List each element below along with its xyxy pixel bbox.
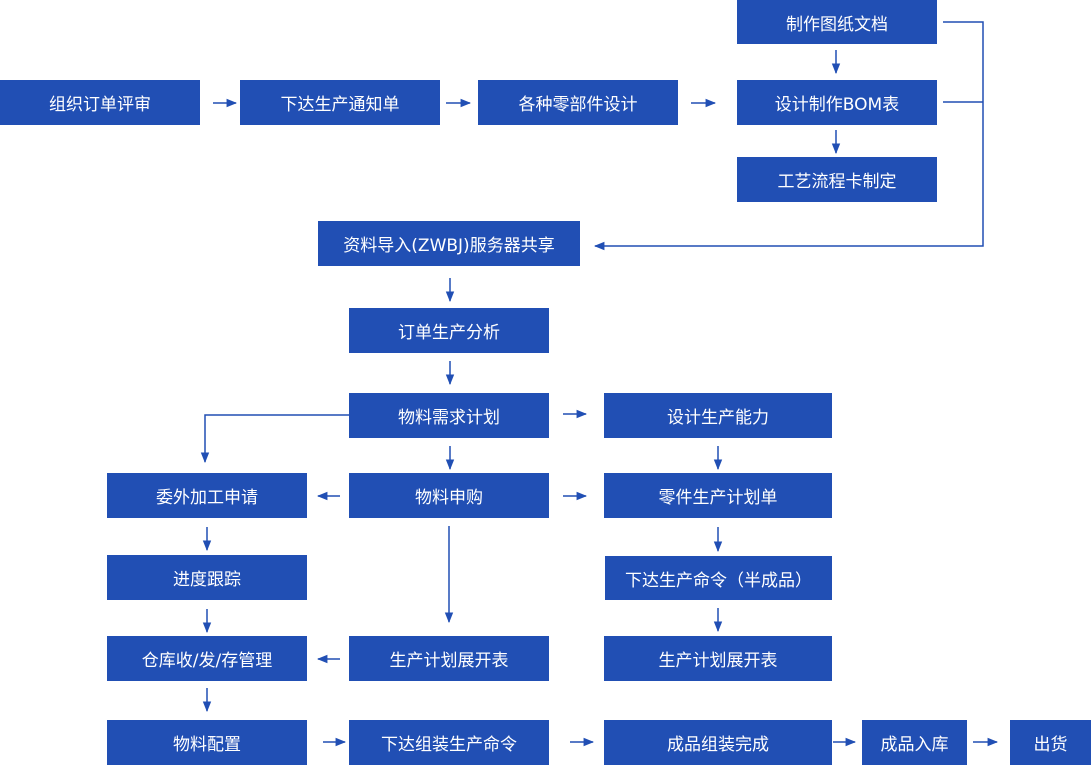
node-plan-sheet-right: 生产计划展开表 bbox=[604, 636, 832, 681]
node-drawing-docs: 制作图纸文档 bbox=[737, 0, 937, 44]
node-order-review: 组织订单评审 bbox=[0, 80, 200, 125]
node-plan-sheet-left: 生产计划展开表 bbox=[349, 636, 549, 681]
node-capacity-design: 设计生产能力 bbox=[604, 393, 832, 438]
node-outsourcing-request: 委外加工申请 bbox=[107, 473, 307, 518]
node-server-share: 资料导入(ZWBJ)服务器共享 bbox=[318, 221, 580, 266]
bracket-to-server bbox=[593, 21, 984, 251]
arrow-mrp-to-outsourcing bbox=[200, 414, 349, 464]
node-shipping: 出货 bbox=[1010, 720, 1091, 765]
node-warehouse-mgmt: 仓库收/发/存管理 bbox=[107, 636, 307, 681]
node-finished-storage: 成品入库 bbox=[862, 720, 967, 765]
node-parts-design: 各种零部件设计 bbox=[478, 80, 678, 125]
node-semi-order: 下达生产命令（半成品） bbox=[605, 556, 832, 600]
node-progress-tracking: 进度跟踪 bbox=[107, 555, 307, 600]
node-purchase: 物料申购 bbox=[349, 473, 549, 518]
node-material-config: 物料配置 bbox=[107, 720, 307, 765]
node-order-analysis: 订单生产分析 bbox=[349, 308, 549, 353]
node-assembly-order: 下达组装生产命令 bbox=[349, 720, 549, 765]
node-issue-notice: 下达生产通知单 bbox=[240, 80, 440, 125]
node-bom: 设计制作BOM表 bbox=[737, 80, 937, 125]
node-assembly-done: 成品组装完成 bbox=[604, 720, 832, 765]
node-mrp: 物料需求计划 bbox=[349, 393, 549, 438]
node-process-card: 工艺流程卡制定 bbox=[737, 157, 937, 202]
node-parts-plan: 零件生产计划单 bbox=[604, 473, 832, 518]
